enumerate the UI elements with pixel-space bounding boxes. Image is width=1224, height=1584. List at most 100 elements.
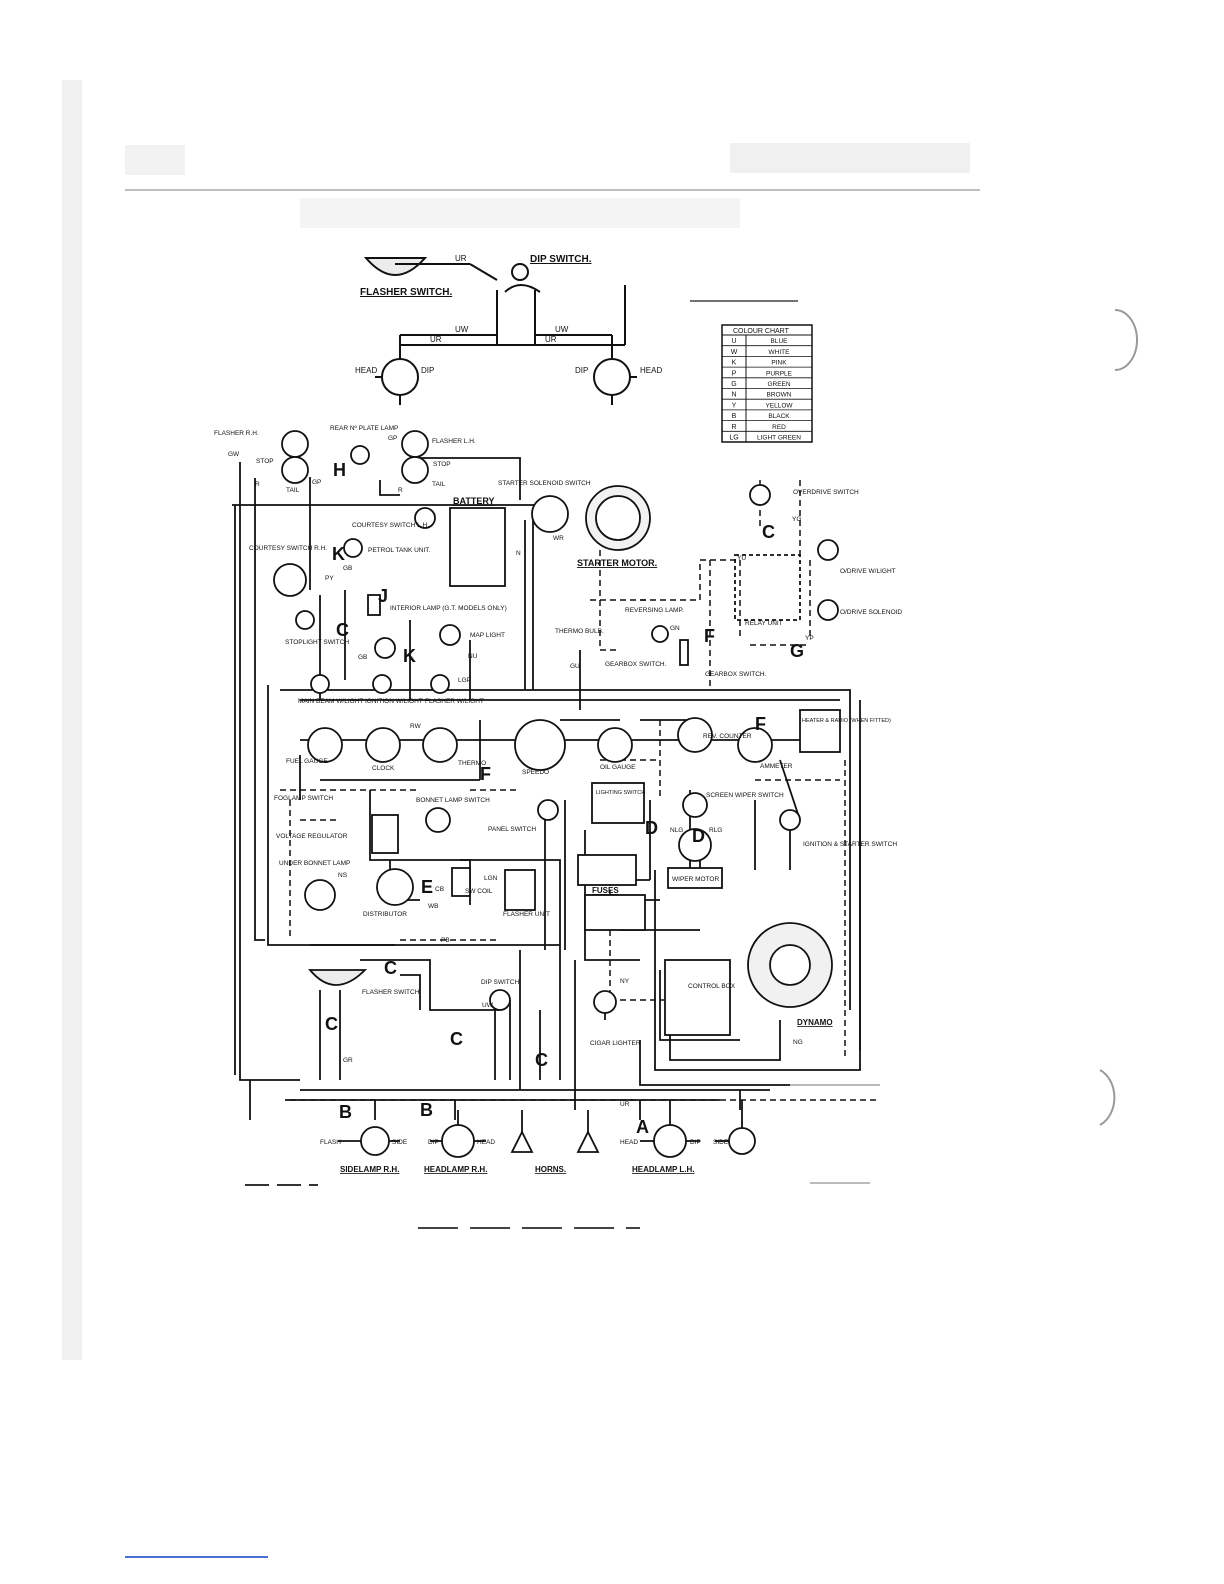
colour-chart-colour: PURPLE bbox=[766, 370, 793, 377]
top-head-left: HEAD bbox=[355, 366, 377, 375]
under-bonnet-lamp-symbol bbox=[304, 879, 336, 911]
label-overdrive-switch: OVERDRIVE SWITCH bbox=[793, 489, 859, 496]
petrol-tank-symbol bbox=[343, 538, 363, 558]
top-headlamp-circuit bbox=[363, 257, 637, 405]
dip-switch-main-symbol bbox=[489, 989, 511, 1011]
label-thermo-bulb: THERMO BULB. bbox=[555, 628, 604, 635]
label-map-light: MAP LIGHT bbox=[470, 632, 505, 639]
letter-D1: D bbox=[645, 818, 658, 838]
faint-header-text-right bbox=[730, 143, 970, 173]
faint-heading bbox=[300, 198, 740, 228]
wire-gb2: GB bbox=[358, 654, 367, 661]
label-starter-motor: STARTER MOTOR. bbox=[577, 558, 657, 568]
ignition-wlight-symbol bbox=[372, 674, 392, 694]
letter-C-left: C bbox=[325, 1014, 338, 1034]
odrive-solenoid-symbol bbox=[817, 599, 839, 621]
colour-chart-code: G bbox=[731, 381, 736, 388]
faint-header-text-left bbox=[125, 145, 185, 175]
wiper-motor-symbol bbox=[678, 828, 712, 862]
label-petrol-tank: PETROL TANK UNIT. bbox=[368, 547, 431, 554]
letter-B1: B bbox=[339, 1102, 352, 1122]
label-heater-radio: HEATER & RADIO (WHEN FITTED) bbox=[802, 718, 891, 724]
label-flasher-wlight: FLASHER W/LIGHT bbox=[425, 698, 484, 705]
flasher-rh-lamp bbox=[281, 430, 309, 458]
label-sidelamp-rh: SIDELAMP R.H. bbox=[340, 1165, 399, 1174]
hole-punch-bottom bbox=[1099, 1069, 1116, 1126]
letter-C-od: C bbox=[762, 522, 775, 542]
wire-lgn: LGN bbox=[484, 875, 498, 882]
label-relay-unit: RELAY UNIT bbox=[745, 620, 783, 627]
label-rear-plate: REAR Nº PLATE LAMP bbox=[330, 425, 398, 432]
wire-py: PY bbox=[325, 575, 334, 582]
label-battery: BATTERY bbox=[453, 496, 495, 506]
sidelamp-rh-symbol bbox=[360, 1126, 390, 1156]
label-courtesy-rh: COURTESY SWITCH R.H. bbox=[249, 545, 327, 552]
oil-gauge-symbol bbox=[597, 727, 633, 763]
letter-C-dip: C bbox=[450, 1029, 463, 1049]
label-headlamp-rh: HEADLAMP R.H. bbox=[424, 1165, 487, 1174]
map-light-symbol bbox=[439, 624, 461, 646]
colour-chart-colour: RED bbox=[772, 424, 786, 431]
label-side-right: SIDE bbox=[713, 1139, 729, 1146]
tail-rh-lamp bbox=[281, 456, 309, 484]
top-wire-ur: UR bbox=[455, 254, 467, 263]
colour-chart-colour: WHITE bbox=[769, 349, 791, 356]
label-stop-left: STOP bbox=[256, 458, 274, 465]
bottom-lamp-wires bbox=[338, 1100, 743, 1142]
letter-C-horn: C bbox=[535, 1050, 548, 1070]
interior-lamp-symbol bbox=[367, 594, 381, 616]
wire-yp: YP bbox=[805, 635, 814, 642]
component-symbols bbox=[273, 430, 841, 1158]
label-rev-counter: REV. COUNTER bbox=[703, 733, 752, 740]
headlamp-rh-symbol bbox=[441, 1124, 475, 1158]
horn-right-symbol bbox=[576, 1129, 600, 1153]
colour-chart-title: COLOUR CHART bbox=[733, 328, 790, 335]
label-side-left: SIDE bbox=[392, 1139, 408, 1146]
ammeter-symbol bbox=[737, 727, 773, 763]
label-dynamo: DYNAMO bbox=[797, 1018, 833, 1027]
main-beam-symbol bbox=[310, 674, 330, 694]
label-wiper-motor: WIPER MOTOR bbox=[672, 876, 719, 883]
wire-cb: CB bbox=[435, 886, 444, 893]
label-main-beam: MAIN BEAM W/LIGHT bbox=[298, 698, 363, 705]
colour-chart-code: R bbox=[731, 424, 736, 431]
label-odrive-solenoid: O/DRIVE SOLENOID bbox=[840, 609, 902, 616]
label-reversing-lamp: REVERSING LAMP. bbox=[625, 607, 684, 614]
label-oil-gauge: OIL GAUGE bbox=[600, 764, 636, 771]
rev-counter-symbol bbox=[677, 717, 713, 753]
flasher-wlight-symbol bbox=[430, 674, 450, 694]
label-dip-switch-main: DIP SWITCH bbox=[481, 979, 519, 986]
label-bonnet-lamp-switch: BONNET LAMP SWITCH bbox=[416, 797, 490, 804]
colour-chart-code: B bbox=[732, 413, 737, 420]
label-stoplight-switch: STOPLIGHT SWITCH bbox=[285, 639, 349, 646]
colour-chart-colour: YELLOW bbox=[765, 402, 793, 409]
lighting-switch-box bbox=[591, 782, 645, 824]
wire-gw: GW bbox=[228, 451, 240, 458]
label-gearbox-switch-right: GEARBOX SWITCH. bbox=[705, 671, 767, 678]
label-thermo: THERMO bbox=[458, 760, 486, 767]
top-wire-uw-right: UW bbox=[555, 325, 569, 334]
label-fuel-gauge: FUEL GAUGE bbox=[286, 758, 328, 765]
tail-lh-lamp bbox=[401, 456, 429, 484]
courtesy-lh-symbol bbox=[414, 507, 436, 529]
label-flasher-lh: FLASHER L.H. bbox=[432, 438, 476, 445]
colour-chart-code: U bbox=[731, 338, 736, 345]
headlamp-lh-symbol bbox=[653, 1124, 687, 1158]
colour-chart-colour: GREEN bbox=[767, 381, 790, 388]
wire-gp2: GP bbox=[388, 435, 397, 442]
component-labels: FLASHER R.H. REAR Nº PLATE LAMP FLASHER … bbox=[214, 425, 902, 1047]
wire-gb: GB bbox=[343, 565, 352, 572]
overdrive-switch-symbol bbox=[749, 484, 771, 506]
label-headlamp-lh: HEADLAMP L.H. bbox=[632, 1165, 695, 1174]
label-fuses: FUSES bbox=[592, 886, 619, 895]
top-head-right: HEAD bbox=[640, 366, 662, 375]
top-wire-uw-left: UW bbox=[455, 325, 469, 334]
coil-box bbox=[451, 867, 471, 897]
label-foglamp-switch: FOGLAMP SWITCH bbox=[274, 795, 333, 802]
fuses-box-2 bbox=[584, 894, 646, 931]
wire-lgp: LGP bbox=[458, 677, 471, 684]
label-odrive-wlight: O/DRIVE W/LIGHT bbox=[840, 568, 896, 575]
wire-rw: RW bbox=[410, 723, 422, 730]
